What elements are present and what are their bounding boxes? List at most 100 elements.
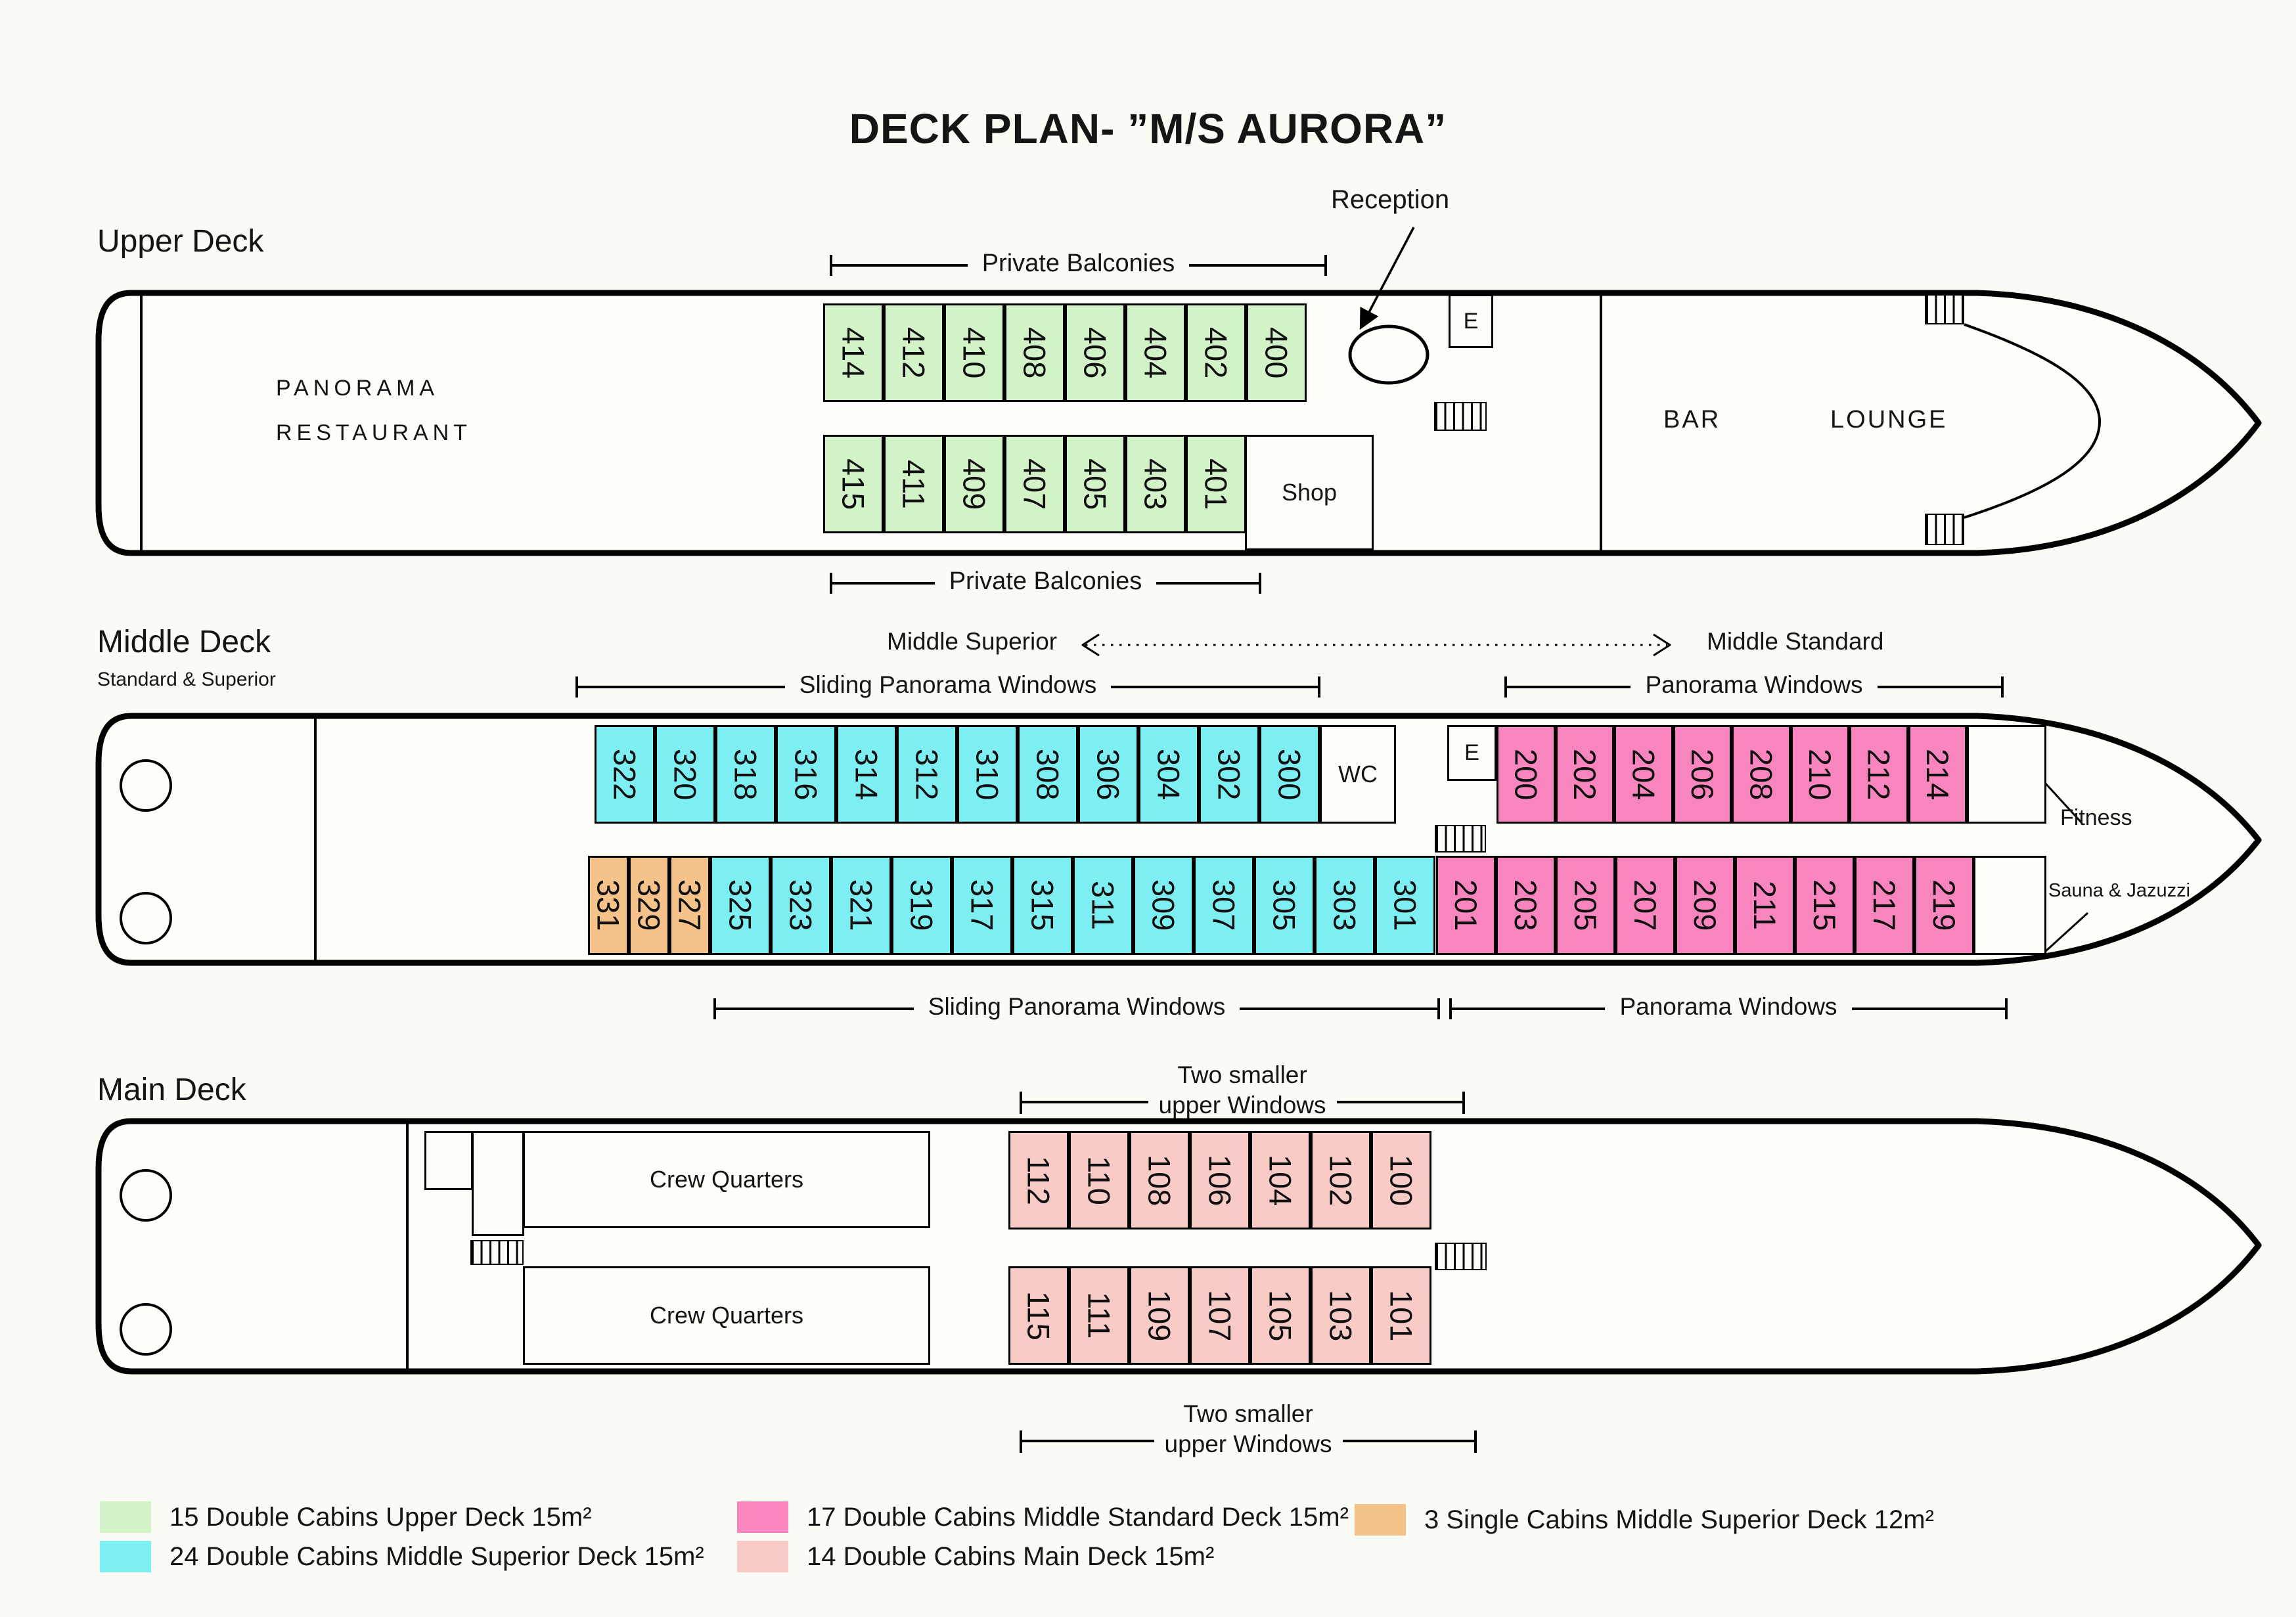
crew-quarters-starboard: Crew Quarters [523, 1266, 930, 1365]
bracket-line [1111, 686, 1318, 688]
bracket-tick [1504, 676, 1507, 698]
porthole [120, 892, 172, 944]
window-extent-bracket: Sliding Panorama Windows [713, 993, 1440, 1022]
cabin-321: 321 [831, 856, 891, 955]
room-sauna-jacuzzi [1973, 856, 2046, 955]
cabin-303: 303 [1315, 856, 1375, 955]
annex-box [424, 1131, 473, 1190]
cabin-217: 217 [1855, 856, 1914, 955]
cabin-415: 415 [823, 435, 884, 533]
cabin-323: 323 [771, 856, 831, 955]
deck-label: Upper Deck [97, 224, 264, 259]
cabin-110: 110 [1069, 1131, 1129, 1229]
middle-standard-label: Middle Standard [1707, 628, 1884, 655]
legend-swatch-salmon [737, 1541, 788, 1572]
porthole [120, 759, 172, 812]
cabin-325: 325 [710, 856, 771, 955]
stair-hall [472, 1131, 524, 1236]
cabin-319: 319 [891, 856, 952, 955]
room-shop: Shop [1245, 435, 1374, 550]
cabin-410: 410 [944, 303, 1004, 402]
cabin-112: 112 [1008, 1131, 1069, 1229]
stairs-lounge-starboard [1925, 514, 1964, 545]
middle-superior-label: Middle Superior [887, 628, 1058, 655]
room-wc: WC [1320, 725, 1396, 824]
bracket-line [832, 264, 968, 267]
cabin-308: 308 [1018, 725, 1078, 824]
bracket-label: Sliding Panorama Windows [799, 671, 1097, 698]
bracket-line [716, 1008, 914, 1010]
legend-label: 14 Double Cabins Main Deck 15m² [807, 1541, 1215, 1571]
sauna-label: Sauna & Jazuzzi [2048, 880, 2191, 901]
cabin-208: 208 [1732, 725, 1791, 824]
cabin-402: 402 [1186, 303, 1246, 402]
cabin-104: 104 [1250, 1131, 1311, 1229]
cabin-311: 311 [1073, 856, 1133, 955]
cabin-400: 400 [1246, 303, 1307, 402]
deck-label: Standard & Superior [97, 669, 276, 690]
cabin-109: 109 [1129, 1266, 1190, 1365]
bracket-tick [1449, 998, 1452, 1019]
stairs-main-midship [1435, 1243, 1487, 1270]
window-extent-bracket: Private Balconies [830, 250, 1327, 278]
bracket-tick [1259, 573, 1261, 594]
elevator-middle-deck: E [1447, 725, 1497, 781]
bracket-label: Panorama Windows [1619, 993, 1837, 1020]
cabin-306: 306 [1078, 725, 1138, 824]
legend-label: 17 Double Cabins Middle Standard Deck 15… [807, 1502, 1349, 1532]
bracket-line [578, 686, 785, 688]
reception-label: Reception [1331, 185, 1450, 214]
bracket-tick [1318, 676, 1320, 698]
bracket-tick [2005, 998, 2008, 1019]
cabin-405: 405 [1065, 435, 1125, 533]
crew-quarters-port: Crew Quarters [523, 1131, 930, 1228]
cabin-307: 307 [1194, 856, 1254, 955]
panorama-restaurant-line2: RESTAURANT [276, 420, 472, 445]
legend-label: 24 Double Cabins Middle Superior Deck 15… [169, 1541, 704, 1571]
cabin-406: 406 [1065, 303, 1125, 402]
porthole [120, 1169, 172, 1222]
legend-label: 3 Single Cabins Middle Superior Deck 12m… [1424, 1505, 1934, 1534]
bracket-tick [1462, 1092, 1466, 1114]
cabin-202: 202 [1555, 725, 1614, 824]
porthole [120, 1303, 172, 1356]
divider-arrowhead-right [1653, 633, 1671, 657]
cabin-209: 209 [1675, 856, 1735, 955]
cabin-412: 412 [884, 303, 944, 402]
cabin-403: 403 [1125, 435, 1186, 533]
window-extent-bracket: Private Balconies [830, 567, 1261, 596]
legend-swatch-pink [737, 1501, 788, 1533]
cabin-309: 309 [1133, 856, 1194, 955]
hull-upper-deck [95, 290, 2262, 556]
fitness-label: Fitness [2060, 805, 2132, 830]
cabin-111: 111 [1069, 1266, 1129, 1365]
cabin-101: 101 [1371, 1266, 1431, 1365]
legend-swatch-orange [1355, 1504, 1406, 1536]
lounge-seating-curve [1964, 323, 2101, 519]
cabin-401: 401 [1186, 435, 1246, 533]
cabin-409: 409 [944, 435, 1004, 533]
reception-desk [1348, 324, 1429, 385]
deck-label: Middle Deck [97, 625, 271, 659]
cabin-314: 314 [836, 725, 897, 824]
bracket-tick [830, 255, 832, 276]
bracket-line [1507, 686, 1631, 688]
bracket-tick [1324, 255, 1327, 276]
cabin-102: 102 [1311, 1131, 1371, 1229]
window-extent-bracket: Panorama Windows [1504, 671, 2004, 700]
cabin-214: 214 [1908, 725, 1967, 824]
bracket-line [1189, 264, 1324, 267]
bracket-tick [1020, 1092, 1022, 1114]
cabin-331: 331 [588, 856, 629, 955]
cabin-310: 310 [957, 725, 1018, 824]
cabin-103: 103 [1311, 1266, 1371, 1365]
bracket-tick [575, 676, 578, 698]
cabin-316: 316 [776, 725, 836, 824]
